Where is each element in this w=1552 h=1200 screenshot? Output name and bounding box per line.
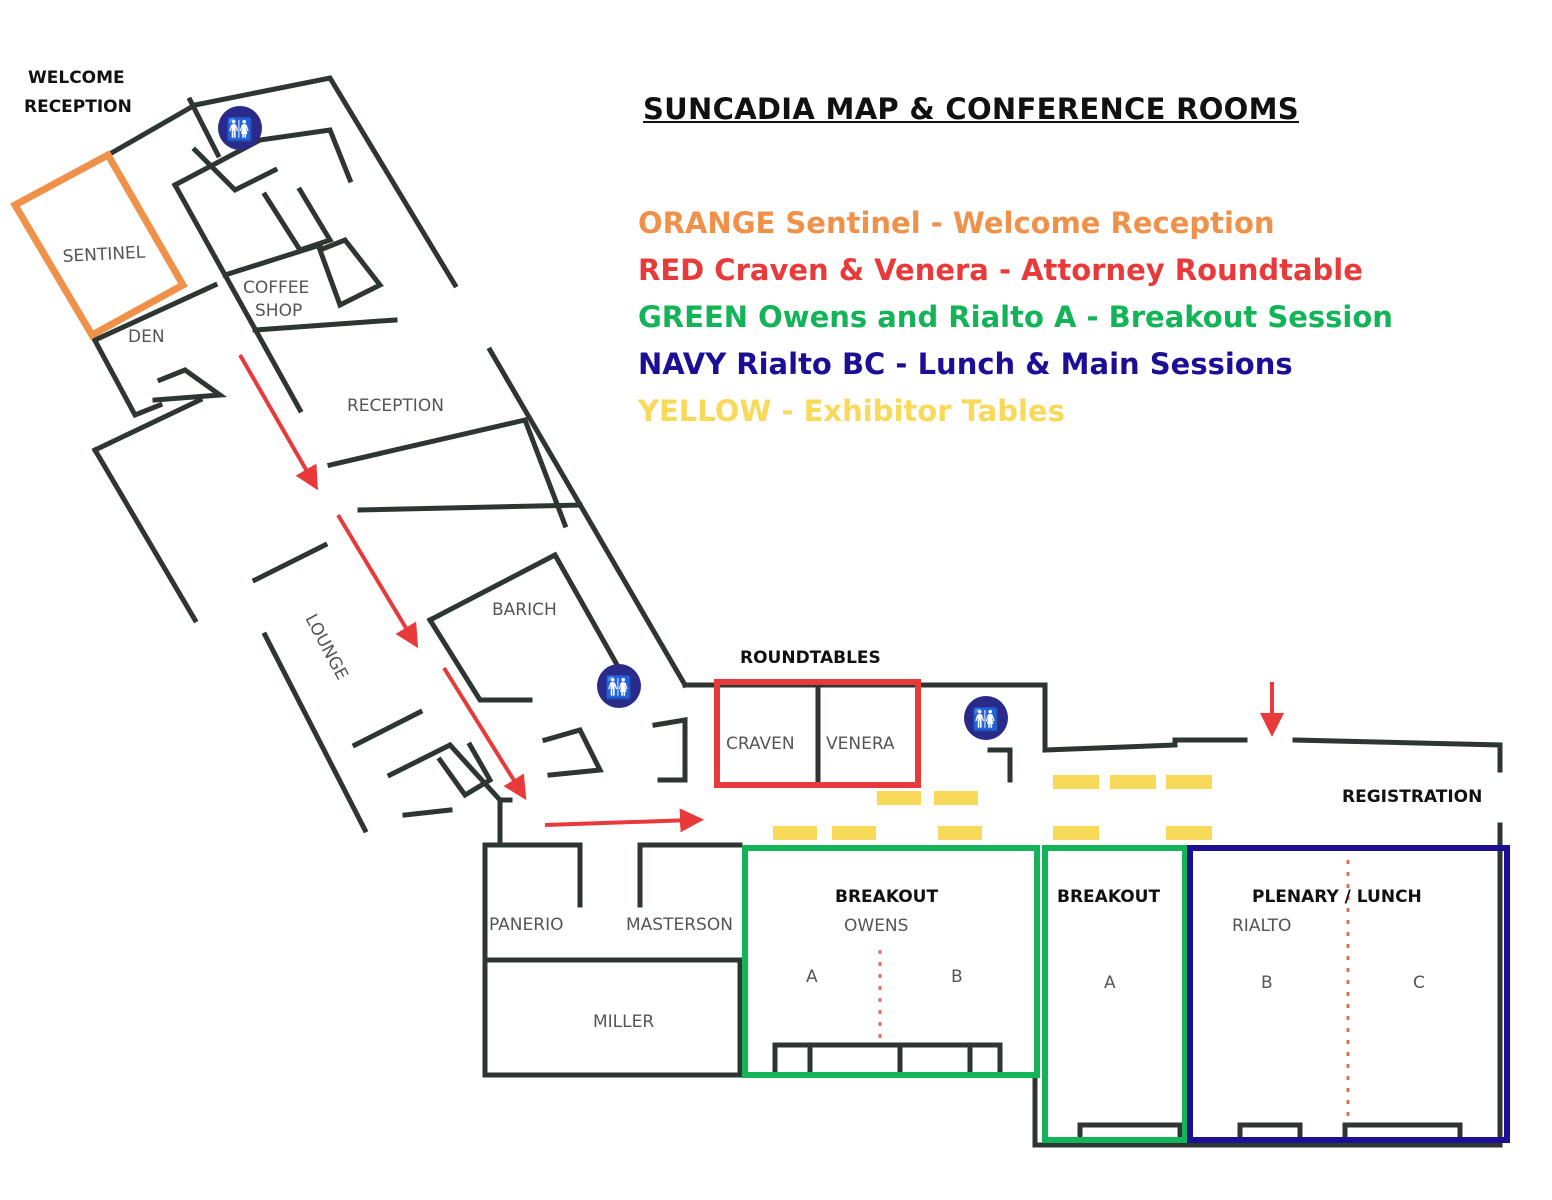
- breakout-rialto-label: BREAKOUT: [1057, 887, 1160, 907]
- legend-orange: ORANGE Sentinel - Welcome Reception: [638, 206, 1275, 240]
- room-coffee: COFFEE: [243, 278, 309, 298]
- room-miller: MILLER: [593, 1012, 654, 1032]
- restroom-icon: 🚻: [597, 664, 641, 708]
- breakout-owens-label: BREAKOUT: [835, 887, 938, 907]
- registration-label: REGISTRATION: [1342, 787, 1482, 807]
- plenary-lunch-highlight[interactable]: [1187, 845, 1510, 1143]
- svg-text:🚻: 🚻: [972, 707, 999, 733]
- route-arrows: [238, 354, 1284, 833]
- room-craven: CRAVEN: [726, 734, 795, 754]
- arrow-icon: [238, 354, 318, 491]
- room-barich: BARICH: [492, 600, 557, 620]
- room-owens-a: A: [806, 967, 818, 987]
- restroom-icon: 🚻: [218, 106, 262, 150]
- breakout-rialto-a-highlight[interactable]: [1042, 845, 1188, 1143]
- room-owens: OWENS: [844, 916, 908, 936]
- legend-red: RED Craven & Venera - Attorney Roundtabl…: [638, 253, 1363, 287]
- exhibitor-table[interactable]: [877, 791, 921, 805]
- svg-text:🚻: 🚻: [605, 675, 632, 701]
- arrow-icon: [544, 808, 704, 833]
- exhibitor-table[interactable]: [1053, 826, 1099, 840]
- legend-green: GREEN Owens and Rialto A - Breakout Sess…: [638, 300, 1393, 334]
- room-owens-b: B: [951, 967, 963, 987]
- room-lounge: LOUNGE: [301, 611, 352, 683]
- room-venera: VENERA: [826, 734, 895, 754]
- welcome-label: WELCOME: [28, 68, 125, 88]
- sentinel-highlight[interactable]: [10, 150, 188, 340]
- plenary-lunch-label: PLENARY / LUNCH: [1252, 887, 1422, 907]
- room-shop: SHOP: [255, 301, 302, 321]
- exhibitor-table[interactable]: [1166, 775, 1212, 789]
- room-sentinel: SENTINEL: [62, 243, 146, 267]
- room-den: DEN: [128, 327, 165, 347]
- room-rialto: RIALTO: [1232, 916, 1291, 936]
- breakout-owens-highlight[interactable]: [742, 845, 1040, 1078]
- room-rialto-c: C: [1413, 973, 1425, 993]
- roundtables-highlight[interactable]: [714, 679, 921, 788]
- exhibitor-table[interactable]: [832, 826, 876, 840]
- room-rialto-a: A: [1104, 973, 1116, 993]
- roundtables-label: ROUNDTABLES: [740, 648, 881, 668]
- legend-navy: NAVY Rialto BC - Lunch & Main Sessions: [638, 347, 1293, 381]
- room-masterson: MASTERSON: [626, 915, 733, 935]
- exhibitor-table[interactable]: [934, 791, 978, 805]
- exhibitor-table[interactable]: [773, 826, 817, 840]
- map-title: SUNCADIA MAP & CONFERENCE ROOMS: [643, 92, 1299, 126]
- arrow-icon: [442, 666, 527, 801]
- arrow-icon: [336, 513, 419, 649]
- exhibitor-table[interactable]: [938, 826, 982, 840]
- reception-label: RECEPTION: [24, 97, 132, 117]
- exhibitor-table[interactable]: [1166, 826, 1212, 840]
- room-rialto-b: B: [1261, 973, 1273, 993]
- exhibitor-tables: [773, 775, 1212, 840]
- exhibitor-table[interactable]: [1110, 775, 1156, 789]
- room-reception: RECEPTION: [347, 396, 444, 416]
- legend: ORANGE Sentinel - Welcome Reception RED …: [638, 200, 1393, 435]
- restroom-icon: 🚻: [964, 696, 1008, 740]
- svg-text:🚻: 🚻: [226, 117, 253, 143]
- exhibitor-table[interactable]: [1053, 775, 1099, 789]
- room-panerio: PANERIO: [489, 915, 563, 935]
- legend-yellow: YELLOW - Exhibitor Tables: [638, 394, 1065, 428]
